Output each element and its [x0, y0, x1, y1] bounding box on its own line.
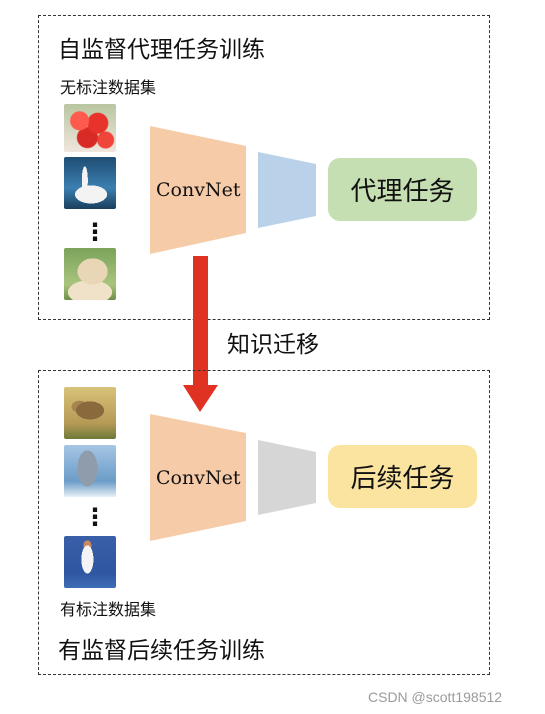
- top-convnet-encoder: [150, 126, 246, 254]
- unlabeled-dataset-label: 无标注数据集: [60, 78, 157, 97]
- top-more-dots: ⋮: [83, 218, 107, 246]
- bottom-more-dots: ⋮: [83, 503, 107, 531]
- puppy-image: [64, 248, 116, 300]
- downstream-task-label: 后续任务: [350, 464, 455, 494]
- labeled-dataset-label: 有标注数据集: [60, 600, 157, 619]
- bottom-convnet-label: ConvNet: [156, 467, 241, 489]
- self-supervised-panel: [38, 15, 490, 320]
- watermark: CSDN @scott198512: [368, 689, 503, 705]
- self-supervised-title: 自监督代理任务训练: [58, 37, 265, 63]
- downstream-task-box: 后续任务: [328, 445, 477, 508]
- bottom-convnet-encoder: [150, 414, 246, 541]
- bottom-downstream-head: [258, 440, 316, 515]
- knowledge-transfer-label: 知识迁移: [227, 332, 319, 358]
- supervised-panel: [38, 370, 490, 675]
- strawberry-image: [64, 104, 116, 152]
- top-proxy-head: [258, 152, 316, 228]
- proxy-task-box: 代理任务: [328, 158, 477, 221]
- top-convnet-label: ConvNet: [156, 179, 241, 201]
- transfer-arrow-head: [183, 385, 218, 412]
- supervised-title: 有监督后续任务训练: [58, 638, 265, 664]
- bird-image: [64, 387, 116, 439]
- proxy-task-label: 代理任务: [350, 177, 455, 207]
- dolphin-image: [64, 445, 116, 497]
- swan-image: [64, 157, 116, 209]
- transfer-arrow-shaft: [193, 256, 208, 386]
- tennis-player-image: [64, 536, 116, 588]
